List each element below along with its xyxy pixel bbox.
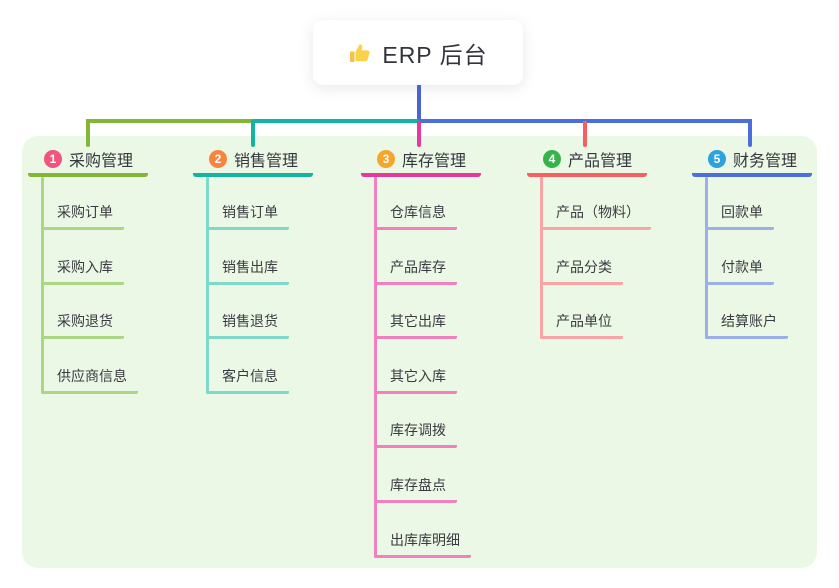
node-other-outbound[interactable]: 其它出库	[374, 308, 457, 339]
node-inout-detail[interactable]: 出库库明细	[374, 527, 471, 558]
node-product-unit[interactable]: 产品单位	[540, 308, 623, 339]
branches-panel	[22, 136, 817, 568]
branch-label: 采购管理	[69, 153, 134, 170]
badge-3: 3	[377, 150, 395, 168]
node-sales-return[interactable]: 销售退货	[206, 308, 289, 339]
branch-connector-line	[374, 177, 377, 558]
stub-sales	[251, 121, 255, 147]
node-supplier-info[interactable]: 供应商信息	[41, 363, 138, 394]
branch-finance: 5 财务管理 回款单 付款单 结算账户	[692, 0, 839, 588]
node-product-material[interactable]: 产品（物料）	[540, 199, 651, 230]
node-purchase-order[interactable]: 采购订单	[41, 199, 124, 230]
stub-purchase	[86, 119, 90, 147]
branch-label: 产品管理	[568, 153, 633, 170]
branch-header-product[interactable]: 4 产品管理	[527, 145, 647, 177]
node-sales-outbound[interactable]: 销售出库	[206, 254, 289, 285]
root-node[interactable]: ERP 后台	[313, 20, 523, 85]
node-purchase-inbound[interactable]: 采购入库	[41, 254, 124, 285]
node-product-category[interactable]: 产品分类	[540, 254, 623, 285]
branch-connector-line	[540, 177, 543, 339]
branch-connector-line	[705, 177, 708, 339]
thumbs-up-icon	[350, 43, 370, 62]
branch-label: 库存管理	[402, 153, 467, 170]
node-stock-transfer[interactable]: 库存调拨	[374, 417, 457, 448]
node-product-stock[interactable]: 产品库存	[374, 254, 457, 285]
node-other-inbound[interactable]: 其它入库	[374, 363, 457, 394]
branch-header-inventory[interactable]: 3 库存管理	[361, 145, 481, 177]
badge-4: 4	[543, 150, 561, 168]
node-receipt-bill[interactable]: 回款单	[705, 199, 774, 230]
node-purchase-return[interactable]: 采购退货	[41, 308, 124, 339]
node-payment-bill[interactable]: 付款单	[705, 254, 774, 285]
root-connector	[417, 85, 421, 122]
node-customer-info[interactable]: 客户信息	[206, 363, 289, 394]
branch-header-purchase[interactable]: 1 采购管理	[28, 145, 148, 177]
bus-segment-sales	[251, 119, 419, 123]
branch-label: 财务管理	[733, 153, 798, 170]
branch-purchase: 1 采购管理 采购订单 采购入库 采购退货 供应商信息	[28, 0, 198, 588]
bus-segment-purchase	[86, 119, 253, 123]
node-stock-count[interactable]: 库存盘点	[374, 472, 457, 503]
branch-header-finance[interactable]: 5 财务管理	[692, 145, 812, 177]
node-sales-order[interactable]: 销售订单	[206, 199, 289, 230]
stub-finance	[748, 119, 752, 147]
branch-product: 4 产品管理 产品（物料） 产品分类 产品单位	[527, 0, 697, 588]
stub-inventory	[417, 121, 421, 147]
branch-sales: 2 销售管理 销售订单 销售出库 销售退货 客户信息	[193, 0, 363, 588]
root-title: ERP 后台	[382, 41, 488, 68]
branch-label: 销售管理	[234, 153, 299, 170]
stub-product	[583, 121, 587, 147]
branch-header-sales[interactable]: 2 销售管理	[193, 145, 313, 177]
badge-2: 2	[209, 150, 227, 168]
node-settlement-account[interactable]: 结算账户	[705, 308, 788, 339]
branch-connector-line	[206, 177, 209, 394]
node-warehouse-info[interactable]: 仓库信息	[374, 199, 457, 230]
badge-5: 5	[708, 150, 726, 168]
branch-connector-line	[41, 177, 44, 394]
branch-inventory: 3 库存管理 仓库信息 产品库存 其它出库 其它入库 库存调拨 库存盘点 出库库…	[361, 0, 531, 588]
badge-1: 1	[44, 150, 62, 168]
